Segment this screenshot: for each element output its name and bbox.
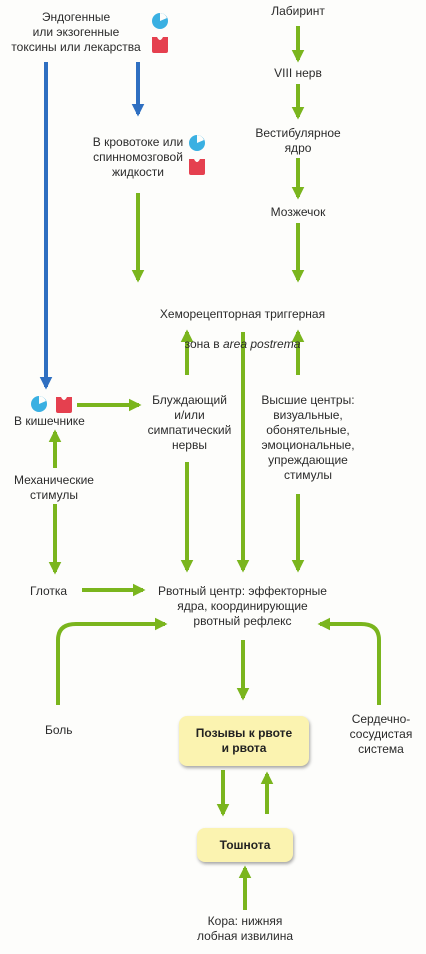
arrow-pain-to-vomit-center [56, 617, 168, 705]
nausea-box: Тошнота [197, 828, 293, 862]
vagus-sympathetic-nerves-label: Блуждающий и/или симпатический нервы [147, 393, 232, 452]
bloodstream-label: В кровотоке или спинномозговой жидкости [92, 135, 184, 179]
chemoreceptor-trigger-zone-label: Хеморецепторная триггерная зона в area p… [110, 292, 375, 352]
gut-label: В кишечнике [14, 414, 85, 428]
ctz-line2-area-postrema: area postrema [223, 337, 301, 351]
agonist-receptor-pair-icon [152, 13, 168, 53]
retching-vomiting-box: Позывы к рвоте и рвота [179, 716, 309, 766]
labyrinth-label: Лабиринт [271, 4, 325, 18]
mechanical-stimuli-label: Механические стимулы [14, 473, 94, 502]
ctz-line2-prefix: зона в [184, 337, 223, 351]
nerve8-label: VIII нерв [274, 66, 322, 80]
pain-label: Боль [45, 723, 73, 737]
toxins-label: Эндогенные или экзогенные токсины или ле… [11, 10, 141, 54]
cardiovascular-system-label: Сердечно- сосудистая система [349, 712, 413, 756]
vestibular-nucleus-label: Вестибулярное ядро [255, 126, 341, 155]
higher-centers-label: Высшие центры: визуальные, обонятельные,… [261, 393, 355, 482]
pharynx-label: Глотка [30, 584, 68, 598]
cortex-label: Кора: нижняя лобная извилина [196, 914, 294, 943]
ctz-line1: Хеморецепторная триггерная [159, 307, 326, 321]
agonist-receptor-pair-icon [189, 135, 205, 175]
vomiting-center-label: Рвотный центр: эффекторные ядра, координ… [158, 584, 327, 628]
cerebellum-label: Мозжечок [270, 205, 326, 219]
arrow-cardio-to-vomit-center [317, 617, 381, 705]
agonist-receptor-pair-icon [31, 396, 72, 413]
